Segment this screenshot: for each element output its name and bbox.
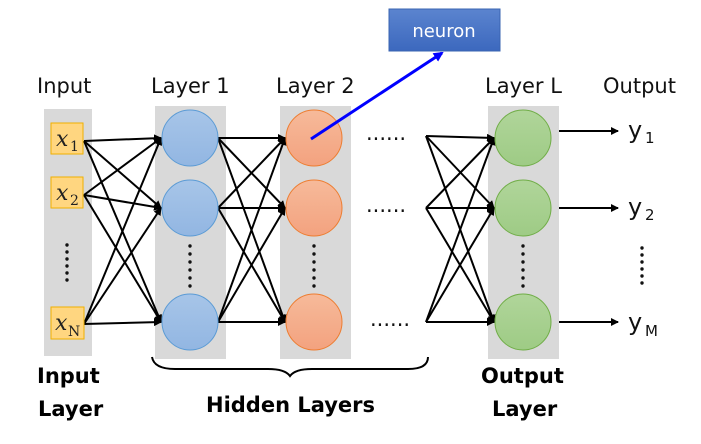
input-layer-label-line2: Layer (38, 397, 104, 421)
edge-input-3-to-layer1-1 (83, 137, 163, 325)
layerL-neuron-3 (494, 293, 552, 351)
output-y2: y 2 (628, 193, 655, 224)
edge-input-1-to-layer1-1 (83, 134, 162, 143)
output-title: Output (603, 74, 676, 98)
output-layer-label-line2: Layer (492, 397, 558, 421)
edge-prev-3-to-layerL-2 (425, 207, 495, 323)
layer1-title: Layer 1 (151, 74, 230, 98)
hidden-layers-brace (151, 356, 429, 378)
edge-input-3-to-layer1-2 (83, 207, 162, 325)
input-node-2: x 2 (50, 176, 84, 209)
horizontal-ellipsis-3: ...... (370, 307, 410, 331)
edge-input-2-to-layer1-3 (83, 194, 162, 323)
layerL-neuron-1 (494, 109, 552, 167)
input-vertical-ellipsis (65, 243, 69, 282)
edge-layer1-3-to-layer2-1 (217, 137, 287, 323)
layer1-neuron-1 (161, 109, 219, 167)
layerL-vertical-ellipsis (521, 244, 525, 288)
output-ym: y M (628, 308, 658, 340)
input-node-n: x N (50, 306, 85, 340)
output-subscript: 2 (645, 206, 655, 224)
layerL-neuron-2 (494, 179, 552, 237)
edge-layer1-3-to-layer2-2 (217, 207, 286, 323)
input-symbol: x (56, 181, 69, 206)
input-node-1: x 1 (50, 122, 84, 155)
input-symbol: x (56, 127, 69, 152)
output-symbol: y (628, 193, 642, 221)
output-vertical-ellipsis (640, 246, 644, 285)
horizontal-ellipsis-2: ...... (366, 193, 406, 217)
layer1-neuron-3 (161, 293, 219, 351)
horizontal-ellipsis-1: ...... (366, 121, 406, 145)
layer1-neuron-2 (161, 179, 219, 237)
input-subscript: 1 (70, 139, 79, 155)
connections (83, 133, 496, 327)
input-title: Input (37, 74, 91, 98)
output-subscript: 1 (645, 129, 655, 147)
edge-input-2-to-layer1-2 (83, 194, 162, 211)
neuron-callout-label: neuron (412, 21, 475, 42)
edge-input-1-to-layer1-2 (83, 140, 162, 209)
edge-prev-3-to-layerL-1 (425, 137, 496, 323)
neuron-callout: neuron (388, 8, 501, 52)
edge-input-2-to-layer1-1 (83, 137, 162, 196)
input-subscript: 2 (70, 193, 79, 209)
layer2-neuron-2 (285, 179, 343, 237)
input-symbol: x (55, 311, 68, 336)
input-subscript: N (68, 324, 80, 340)
layer1-vertical-ellipsis (188, 244, 192, 288)
input-layer-label-line1: Input (37, 364, 100, 388)
output-symbol: y (628, 116, 642, 144)
callout-arrow (310, 51, 444, 141)
edge-input-3-to-layer1-3 (83, 318, 162, 327)
layer2-vertical-ellipsis (312, 244, 316, 288)
layerL-title: Layer L (485, 74, 562, 98)
output-y1: y 1 (628, 116, 655, 147)
layer2-neuron-3 (285, 293, 343, 351)
hidden-layers-label: Hidden Layers (206, 393, 375, 417)
output-symbol: y (628, 308, 642, 336)
edge-prev-2-to-layerL-1 (425, 137, 495, 209)
output-subscript: M (645, 322, 658, 340)
output-layer-label-line1: Output (481, 364, 564, 388)
layer2-title: Layer 2 (276, 74, 355, 98)
edge-layer1-2-to-layer2-1 (217, 137, 286, 209)
edge-prev-1-to-layerL-1 (425, 133, 495, 142)
